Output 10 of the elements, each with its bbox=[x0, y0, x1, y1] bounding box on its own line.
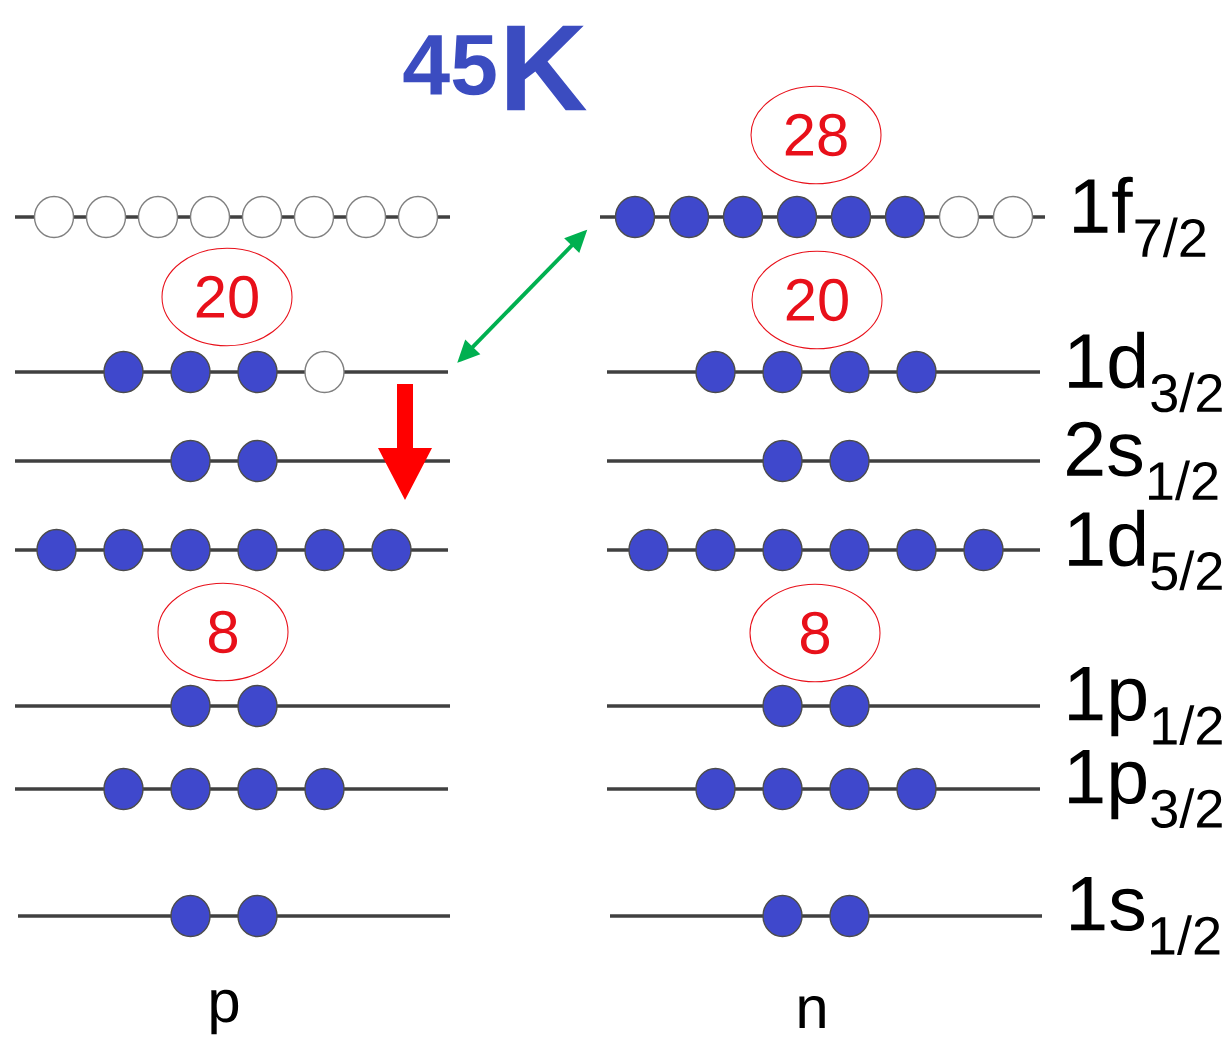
level-label: 1d$_{5/2}$ bbox=[1069, 509, 1222, 591]
level-label: 1p$_{1/2}$ bbox=[1069, 667, 1222, 745]
level-label: 1s$_{1/2}$ bbox=[1071, 877, 1220, 955]
level-label: 1p$_{3/2}$ bbox=[1069, 750, 1222, 828]
title: $^{45}$K bbox=[403, 25, 587, 111]
level-label: 1d$_{3/2}$ bbox=[1069, 331, 1222, 413]
column-label: n bbox=[799, 995, 825, 1029]
level-label: 2s$_{1/2}$ bbox=[1067, 421, 1218, 501]
level-label: 1f$_{7/2}$ bbox=[1074, 176, 1206, 258]
column-label: p bbox=[211, 989, 239, 1035]
